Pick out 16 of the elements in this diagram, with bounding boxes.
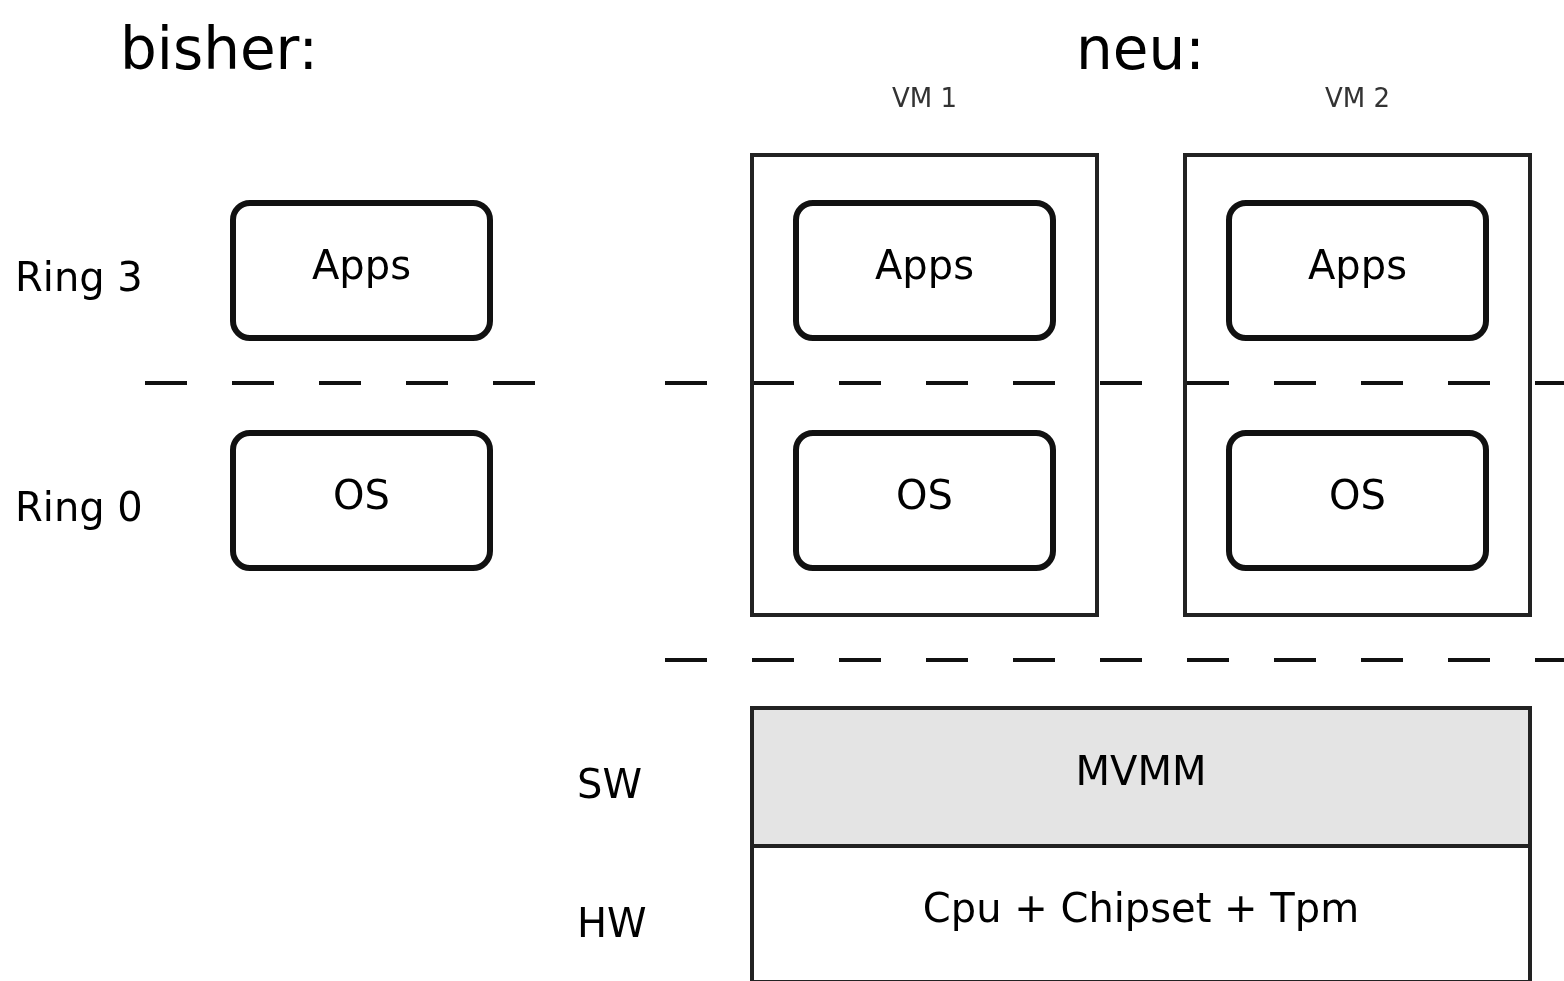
box-label: OS [333,474,390,515]
layer-label: SW [577,764,642,804]
box-label: OS [896,474,953,515]
rounded-box [230,430,493,571]
section-heading: bisher: [120,20,318,78]
rounded-box [230,200,493,341]
rounded-box [793,200,1056,341]
vm-heading: VM 1 [891,85,958,111]
vm-heading: VM 2 [1324,85,1391,111]
rounded-box [1226,200,1489,341]
box-label: MVMM [1075,751,1207,791]
rounded-box [1226,430,1489,571]
box-label: OS [1329,474,1386,515]
rounded-box [793,430,1056,571]
section-heading: neu: [1076,20,1205,78]
layer-label: HW [577,903,647,943]
